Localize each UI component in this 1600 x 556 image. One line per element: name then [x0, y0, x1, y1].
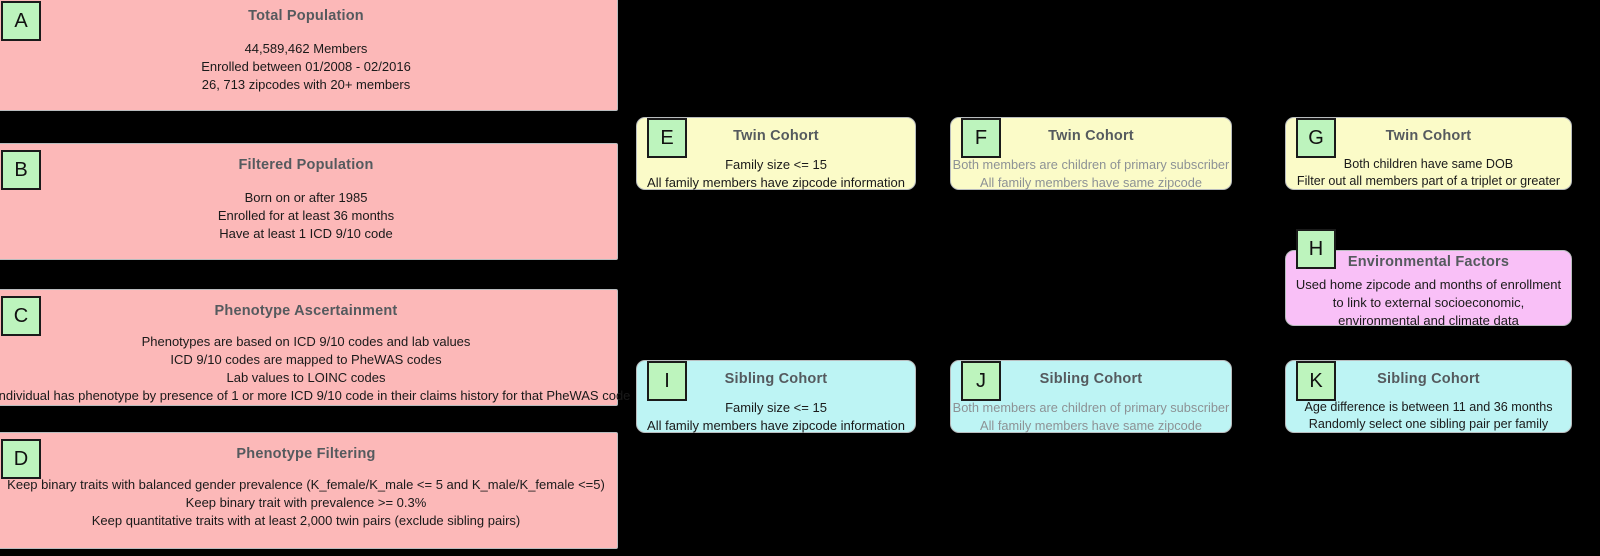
flow-box-environmental-factors[interactable]: H Environmental Factors Used home zipcod… [1285, 229, 1572, 328]
box-title-a: Total Population [248, 8, 364, 24]
box-badge-g: G [1296, 118, 1336, 158]
box-body-line: Phenotypes are based on ICD 9/10 codes a… [141, 334, 471, 349]
box-body-j: Both members are children of primary sub… [951, 399, 1231, 434]
box-body-line: All family members have zipcode informat… [647, 417, 905, 433]
box-body-line: Family size <= 15 [725, 400, 827, 415]
box-body-line: Individual has phenotype by presence of … [0, 387, 631, 403]
box-body-f: Both members are children of primary sub… [951, 156, 1231, 191]
box-body-line: Born on or after 1985 [244, 190, 368, 205]
box-body-line: Family size <= 15 [725, 157, 827, 172]
box-badge-a: A [1, 1, 41, 41]
box-body-i: Family size <= 15 All family members have… [637, 399, 915, 435]
box-body-line: All family members have same zipcode [980, 417, 1202, 433]
box-title-i: Sibling Cohort [724, 371, 828, 387]
box-body-line: Both children have same DOB [1343, 157, 1514, 171]
box-body-line: Both members are children of primary sub… [952, 400, 1230, 415]
box-body-line: ICD 9/10 codes are mapped to PheWAS code… [170, 351, 442, 367]
box-body-k: Age difference is between 11 and 36 mont… [1286, 399, 1571, 434]
box-body-line: Enrolled between 01/2008 - 02/2016 [201, 58, 411, 74]
box-body-line: 26, 713 zipcodes with 20+ members [201, 76, 411, 92]
box-badge-b: B [1, 150, 41, 190]
box-title-d: Phenotype Filtering [236, 446, 376, 462]
box-body-line: Both members are children of primary sub… [952, 157, 1230, 172]
box-body-line: Keep binary traits with balanced gender … [7, 477, 605, 492]
box-body-line: Have at least 1 ICD 9/10 code [219, 225, 393, 241]
box-title-g: Twin Cohort [1385, 128, 1472, 144]
box-body-line: Keep binary trait with prevalence >= 0.3… [185, 494, 427, 510]
box-body-h: Used home zipcode and months of enrollme… [1286, 276, 1571, 330]
box-body-g: Both children have same DOB Filter out al… [1286, 156, 1571, 191]
box-body-line: Randomly select one sibling pair per fam… [1308, 417, 1549, 432]
box-title-c: Phenotype Ascertainment [214, 303, 398, 319]
box-badge-c: C [1, 296, 41, 336]
box-body-line: Enrolled for at least 36 months [217, 207, 395, 223]
box-body-line: Lab values to LOINC codes [226, 369, 386, 385]
flow-box-sibling-cohort-1[interactable]: I Sibling Cohort Family size <= 15 All fa… [636, 360, 916, 433]
box-title-k: Sibling Cohort [1377, 371, 1480, 387]
box-body-line: 44,589,462 Members [244, 41, 368, 56]
box-title-f: Twin Cohort [1048, 128, 1134, 144]
flow-box-sibling-cohort-2[interactable]: J Sibling Cohort Both members are childr… [950, 360, 1232, 433]
flow-box-phenotype-filtering[interactable]: D Phenotype Filtering Keep binary traits… [0, 432, 618, 549]
box-body-line: Used home zipcode and months of enrollme… [1295, 277, 1562, 328]
box-badge-k: K [1296, 361, 1336, 401]
flow-box-filtered-population[interactable]: B Filtered Population Born on or after 1… [0, 143, 618, 260]
box-body-line: All family members have zipcode informat… [647, 174, 905, 190]
box-badge-h: H [1296, 229, 1336, 269]
flow-box-sibling-cohort-3[interactable]: K Sibling Cohort Age difference is betwe… [1285, 360, 1572, 433]
box-body-e: Family size <= 15 All family members have… [637, 156, 915, 192]
box-title-j: Sibling Cohort [1039, 371, 1143, 387]
box-body-line: All family members have same zipcode [980, 174, 1202, 190]
box-title-b: Filtered Population [238, 157, 374, 173]
box-title-h: Environmental Factors [1347, 254, 1510, 270]
flow-box-phenotype-ascertainment[interactable]: C Phenotype Ascertainment Phenotypes are… [0, 289, 631, 406]
box-badge-j: J [961, 361, 1001, 401]
box-body-line: Age difference is between 11 and 36 mont… [1304, 400, 1553, 414]
box-body-line: Filter out all members part of a triplet… [1296, 174, 1561, 189]
flow-box-twin-cohort-2[interactable]: F Twin Cohort Both members are children … [950, 117, 1232, 190]
box-badge-d: D [1, 439, 41, 479]
box-title-e: Twin Cohort [733, 128, 819, 144]
box-body-d: Keep binary traits with balanced gender … [0, 476, 617, 530]
flow-box-twin-cohort-3[interactable]: G Twin Cohort Both children have same DO… [1285, 117, 1572, 190]
box-badge-e: E [647, 118, 687, 158]
box-badge-f: F [961, 118, 1001, 158]
box-badge-i: I [647, 361, 687, 401]
box-body-c: Phenotypes are based on ICD 9/10 codes a… [0, 333, 631, 405]
box-body-line: Keep quantitative traits with at least 2… [91, 512, 521, 528]
flow-box-twin-cohort-1[interactable]: E Twin Cohort Family size <= 15 All famil… [636, 117, 916, 190]
